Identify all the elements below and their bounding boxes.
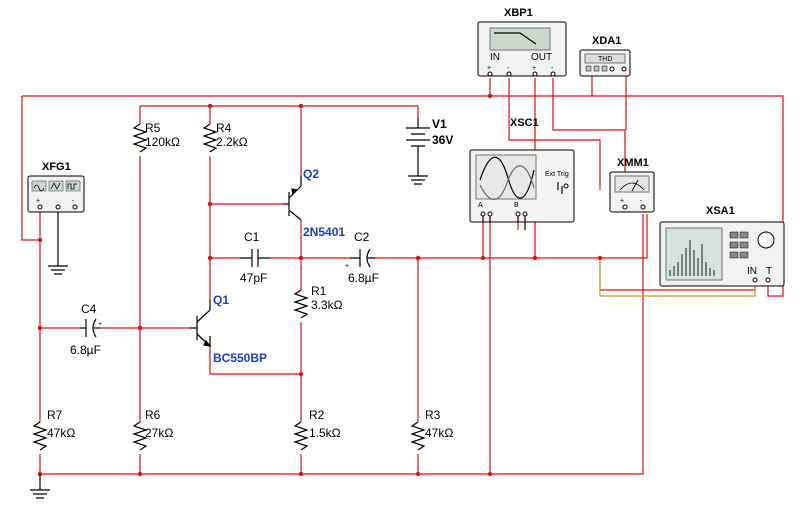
- spectrum-analyzer-xsa1[interactable]: IN T: [659, 221, 785, 287]
- xda1-ref: XDA1: [592, 35, 621, 47]
- c1-ref: C1: [244, 230, 260, 244]
- r1-value: 3.3kΩ: [311, 298, 343, 312]
- transistor-q1[interactable]: [190, 300, 212, 347]
- xbp1-out-label: OUT: [531, 52, 552, 63]
- r6-ref: R6: [145, 408, 161, 422]
- xsc1-ref: XSC1: [510, 117, 539, 129]
- xsc1-ext-trig-label: Ext Trig: [545, 171, 569, 178]
- v1-ref: V1: [432, 117, 447, 131]
- capacitor-c4[interactable]: [80, 318, 100, 338]
- c4-value: 6.8µF: [70, 343, 101, 357]
- v1-value: 36V: [432, 133, 453, 147]
- svg-text:+: +: [345, 263, 349, 270]
- r4-value: 2.2kΩ: [216, 135, 248, 149]
- resistor-r3[interactable]: [410, 421, 426, 451]
- svg-text:-: -: [72, 198, 75, 205]
- multimeter-xmm1[interactable]: + -: [609, 171, 655, 213]
- xsa1-t-label: T: [766, 266, 772, 277]
- xda1-screen-label: THD: [598, 56, 612, 63]
- xbp1-in-label: IN: [490, 52, 500, 63]
- capacitor-c2[interactable]: [350, 248, 375, 268]
- r5-value: 120kΩ: [145, 135, 180, 149]
- oscilloscope-xsc1[interactable]: Ext Trig A B: [469, 149, 575, 230]
- q2-value: 2N5401: [303, 225, 345, 239]
- r2-ref: R2: [309, 408, 325, 422]
- resistor-r5[interactable]: [132, 123, 148, 153]
- q1-ref: Q1: [213, 293, 229, 307]
- q2-ref: Q2: [303, 167, 319, 181]
- c2-value: 6.8µF: [348, 271, 379, 285]
- r2-value: 1.5kΩ: [309, 426, 341, 440]
- xmm1-ref: XMM1: [617, 157, 649, 169]
- distortion-analyzer-xda1[interactable]: THD: [579, 49, 631, 77]
- svg-text:+: +: [532, 65, 536, 72]
- c4-ref: C4: [81, 302, 97, 316]
- r7-ref: R7: [47, 408, 63, 422]
- r6-value: 27kΩ: [145, 426, 173, 440]
- resistor-r1[interactable]: [293, 289, 309, 319]
- transistor-q2[interactable]: [283, 176, 302, 221]
- xfg1-ref: XFG1: [42, 161, 71, 173]
- svg-text:+: +: [98, 321, 102, 328]
- r4-ref: R4: [216, 121, 232, 135]
- svg-text:+: +: [487, 65, 491, 72]
- resistor-r6[interactable]: [132, 421, 148, 451]
- probe-wire: [599, 258, 756, 297]
- xsa1-ref: XSA1: [706, 205, 735, 217]
- resistor-r7[interactable]: [32, 421, 48, 451]
- xsa1-in-label: IN: [747, 266, 757, 277]
- svg-text:-: -: [507, 65, 510, 72]
- r7-value: 47kΩ: [47, 426, 75, 440]
- ground-symbols: [30, 212, 68, 499]
- capacitor-c1[interactable]: [240, 249, 270, 267]
- r5-ref: R5: [145, 121, 161, 135]
- bode-plotter-xbp1[interactable]: IN OUT + - + -: [477, 21, 567, 77]
- r3-ref: R3: [425, 408, 441, 422]
- function-generator-xfg1[interactable]: + -: [27, 175, 85, 213]
- q1-value: BC550BP: [213, 351, 267, 365]
- xsc1-b-label: B: [514, 202, 519, 209]
- c2-ref: C2: [354, 230, 370, 244]
- resistor-r2[interactable]: [293, 421, 309, 451]
- resistor-r4[interactable]: [202, 123, 218, 153]
- battery-v1[interactable]: [406, 118, 430, 185]
- svg-text:-: -: [640, 198, 643, 205]
- xbp1-ref: XBP1: [504, 7, 533, 19]
- c1-value: 47pF: [240, 271, 267, 285]
- xsc1-a-label: A: [478, 202, 483, 209]
- r3-value: 47kΩ: [425, 426, 453, 440]
- svg-text:+: +: [36, 198, 40, 205]
- svg-text:+: +: [620, 198, 624, 205]
- junction-dots: [37, 93, 603, 477]
- r1-ref: R1: [311, 284, 327, 298]
- svg-text:-: -: [551, 65, 554, 72]
